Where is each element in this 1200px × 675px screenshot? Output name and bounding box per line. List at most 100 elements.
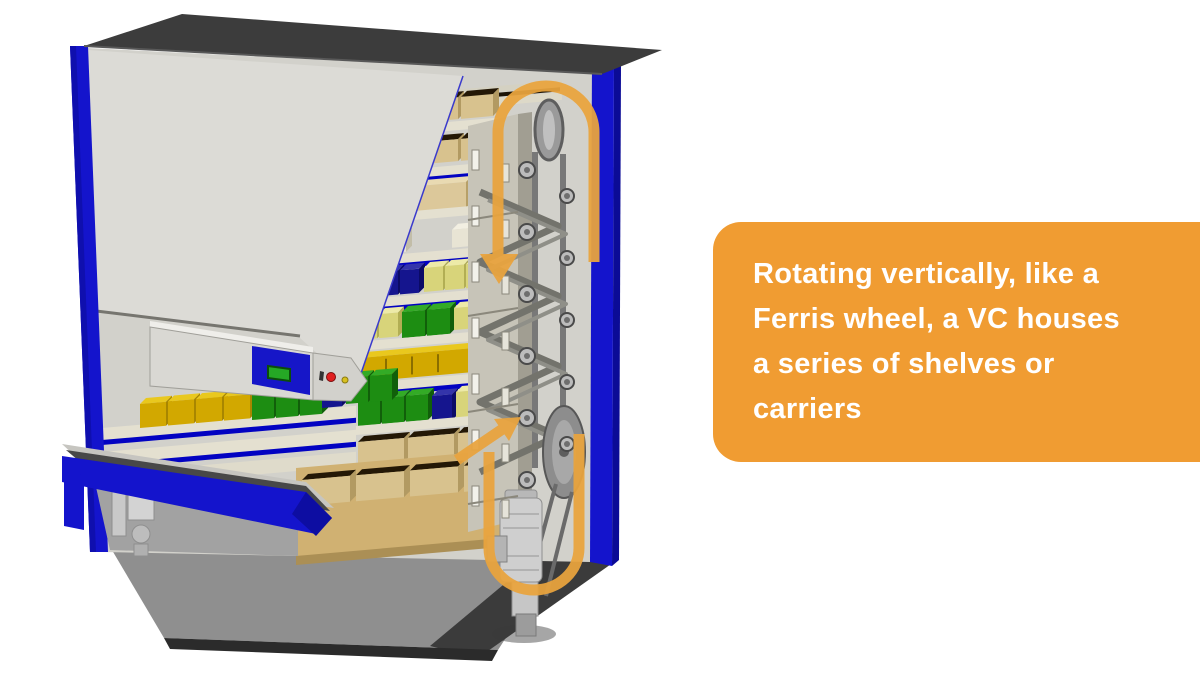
bottom-tray — [410, 460, 464, 471]
carrier-slot — [471, 205, 480, 227]
tan-box — [493, 88, 499, 117]
navy-bin — [419, 262, 425, 293]
bottom-tray — [404, 465, 410, 498]
yellow-bin — [424, 260, 449, 268]
shelf-blue-stripe — [102, 417, 356, 445]
rotation-arrows — [453, 80, 600, 596]
yellow-bin — [454, 306, 470, 330]
aux-unit-wheel — [131, 524, 151, 544]
control-console — [149, 321, 368, 402]
console-pointed-end — [312, 352, 368, 402]
green-bin — [392, 367, 398, 400]
bottom-tray — [350, 469, 356, 502]
bottom-tray — [458, 460, 464, 493]
chain-roller-hub — [564, 317, 570, 323]
chain-roller-hub — [524, 291, 530, 297]
chain-roller-hub — [564, 193, 570, 199]
carrier-panel-seam — [467, 307, 519, 317]
carrier-slot — [471, 485, 480, 507]
chain-roller-hub — [524, 167, 530, 173]
green-bin — [427, 307, 450, 336]
gold-tray — [168, 399, 194, 426]
cabinet-frame — [70, 46, 621, 566]
carrier-slot — [471, 261, 480, 283]
gold-tray — [360, 340, 494, 358]
rotation-arrow-bottom-diagonal — [453, 421, 511, 465]
console-keyswitch — [319, 371, 324, 381]
gold-tray — [224, 394, 250, 421]
chain-roller-hub — [524, 353, 530, 359]
carrier-slot — [501, 275, 510, 295]
tan-box — [461, 88, 499, 97]
chain-roller-hub — [524, 415, 530, 421]
carrier-slot — [501, 443, 510, 463]
rotation-arrow-top — [492, 80, 600, 268]
carrier-slot — [501, 499, 510, 519]
cabinet-left-pillar-shade — [70, 46, 96, 552]
green-bin — [252, 392, 274, 420]
front-door-panel — [87, 50, 464, 389]
bottom-tray — [302, 469, 356, 480]
work-counter — [62, 444, 334, 536]
chain-roller-hub — [524, 477, 530, 483]
tan-box — [461, 94, 493, 119]
bottom-compartment-lip — [296, 537, 512, 565]
carrier-slot — [501, 331, 510, 351]
carrier-slot — [471, 373, 480, 395]
green-bin — [427, 301, 456, 310]
callout-box: Rotating vertically, like a Ferris wheel… — [713, 222, 1200, 462]
green-bin — [402, 310, 425, 338]
console-top-lip — [150, 321, 313, 353]
emergency-stop-button — [326, 372, 336, 382]
tan-tray — [358, 431, 410, 442]
carrier-panel-seam — [467, 403, 519, 413]
tan-tray — [358, 438, 404, 466]
callout-text-line: carriers — [753, 393, 862, 425]
gold-tray — [196, 390, 228, 400]
roof-front-edge — [83, 45, 603, 75]
yellow-bin — [445, 264, 464, 291]
scissor-linkage-back — [486, 198, 568, 446]
green-bin — [382, 396, 404, 424]
cabinet-right-pillar-shade — [612, 61, 621, 566]
green-bin — [370, 374, 392, 402]
counter-blue-wedge — [292, 492, 332, 536]
green-bin — [402, 303, 431, 312]
console-display — [267, 364, 291, 383]
bottom-tray — [410, 466, 458, 497]
callout-text-line: Rotating vertically, like a — [753, 258, 1100, 290]
chain-roller-hub — [564, 379, 570, 385]
carrier-slot — [501, 387, 510, 407]
navy-bin — [432, 394, 452, 422]
aux-unit-foot — [133, 543, 149, 557]
bottom-tray — [356, 465, 410, 476]
tan-tray — [408, 427, 460, 438]
gold-tray — [140, 401, 166, 428]
yellow-bin — [379, 306, 404, 315]
chain-roller-hub — [564, 441, 570, 447]
callout-text-line: a series of shelves or — [753, 348, 1055, 380]
gold-tray — [168, 393, 200, 402]
counter-blue-front — [62, 456, 332, 534]
green-bin — [406, 387, 434, 396]
navy-bin — [400, 262, 425, 271]
bottom-tray — [356, 471, 404, 502]
yellow-bin — [424, 266, 443, 292]
rotation-arrow-bottom-head — [494, 417, 521, 441]
cabinet-roof — [83, 14, 662, 75]
rotation-arrow-bottom — [483, 434, 585, 596]
door-face — [88, 50, 463, 388]
door-bottom-shadow — [87, 308, 301, 338]
shelf-slab — [102, 429, 356, 464]
chain-roller-hub — [564, 255, 570, 261]
green-bin — [370, 367, 398, 376]
carrier-slot — [471, 317, 480, 339]
green-bin — [358, 398, 380, 426]
navy-bin — [400, 268, 419, 295]
roof-panel — [84, 14, 662, 74]
cutaway-edge-line — [355, 75, 464, 389]
gold-tray — [140, 395, 172, 404]
gold-tray — [196, 396, 222, 424]
